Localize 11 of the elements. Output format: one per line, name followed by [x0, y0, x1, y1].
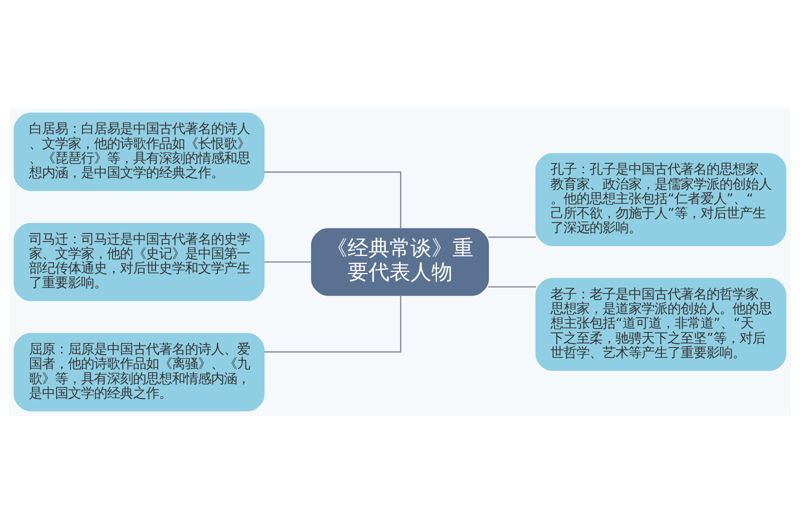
connector — [488, 236, 536, 238]
node-box: 《经典常谈》重要代表人物 — [311, 228, 489, 296]
connector — [488, 286, 536, 288]
node-box: 老子：老子是中国古代著名的哲学家、思想家，是道家学派的创始人。他的思想主张包括“道可道，非常道”、“天下之至柔，驰骋天下之至坚”等，对后世哲学、艺术等产生了重要影响。 — [535, 277, 786, 370]
connector — [264, 295, 402, 352]
node-box: 司马迁：司马迁是中国古代著名的史学家、文学家，他的《史记》是中国第一部纪传体通史，对后世史学和文学产生了重要影响。 — [14, 222, 265, 301]
node-box: 屈原：屈原是中国古代著名的诗人、爱国者，他的诗歌作品如《离骚》、《九歌》等，具有深刻的思想和情感内涵，是中国文学的经典之作。 — [14, 332, 265, 411]
connector — [264, 260, 312, 262]
node-box: 孔子：孔子是中国古代著名的思想家、教育家、政治家，是儒家学派的创始人。他的思想主张包括“仁者爱人”、“己所不欲，勿施于人”等，对后世产生了深远的影响。 — [535, 152, 786, 246]
connector — [264, 170, 402, 228]
node-box: 白居易：白居易是中国古代著名的诗人、文学家，他的诗歌作品如《长恨歌》、《琵琶行》等，具有深刻的情感和思想内涵，是中国文学的经典之作。 — [14, 112, 265, 190]
